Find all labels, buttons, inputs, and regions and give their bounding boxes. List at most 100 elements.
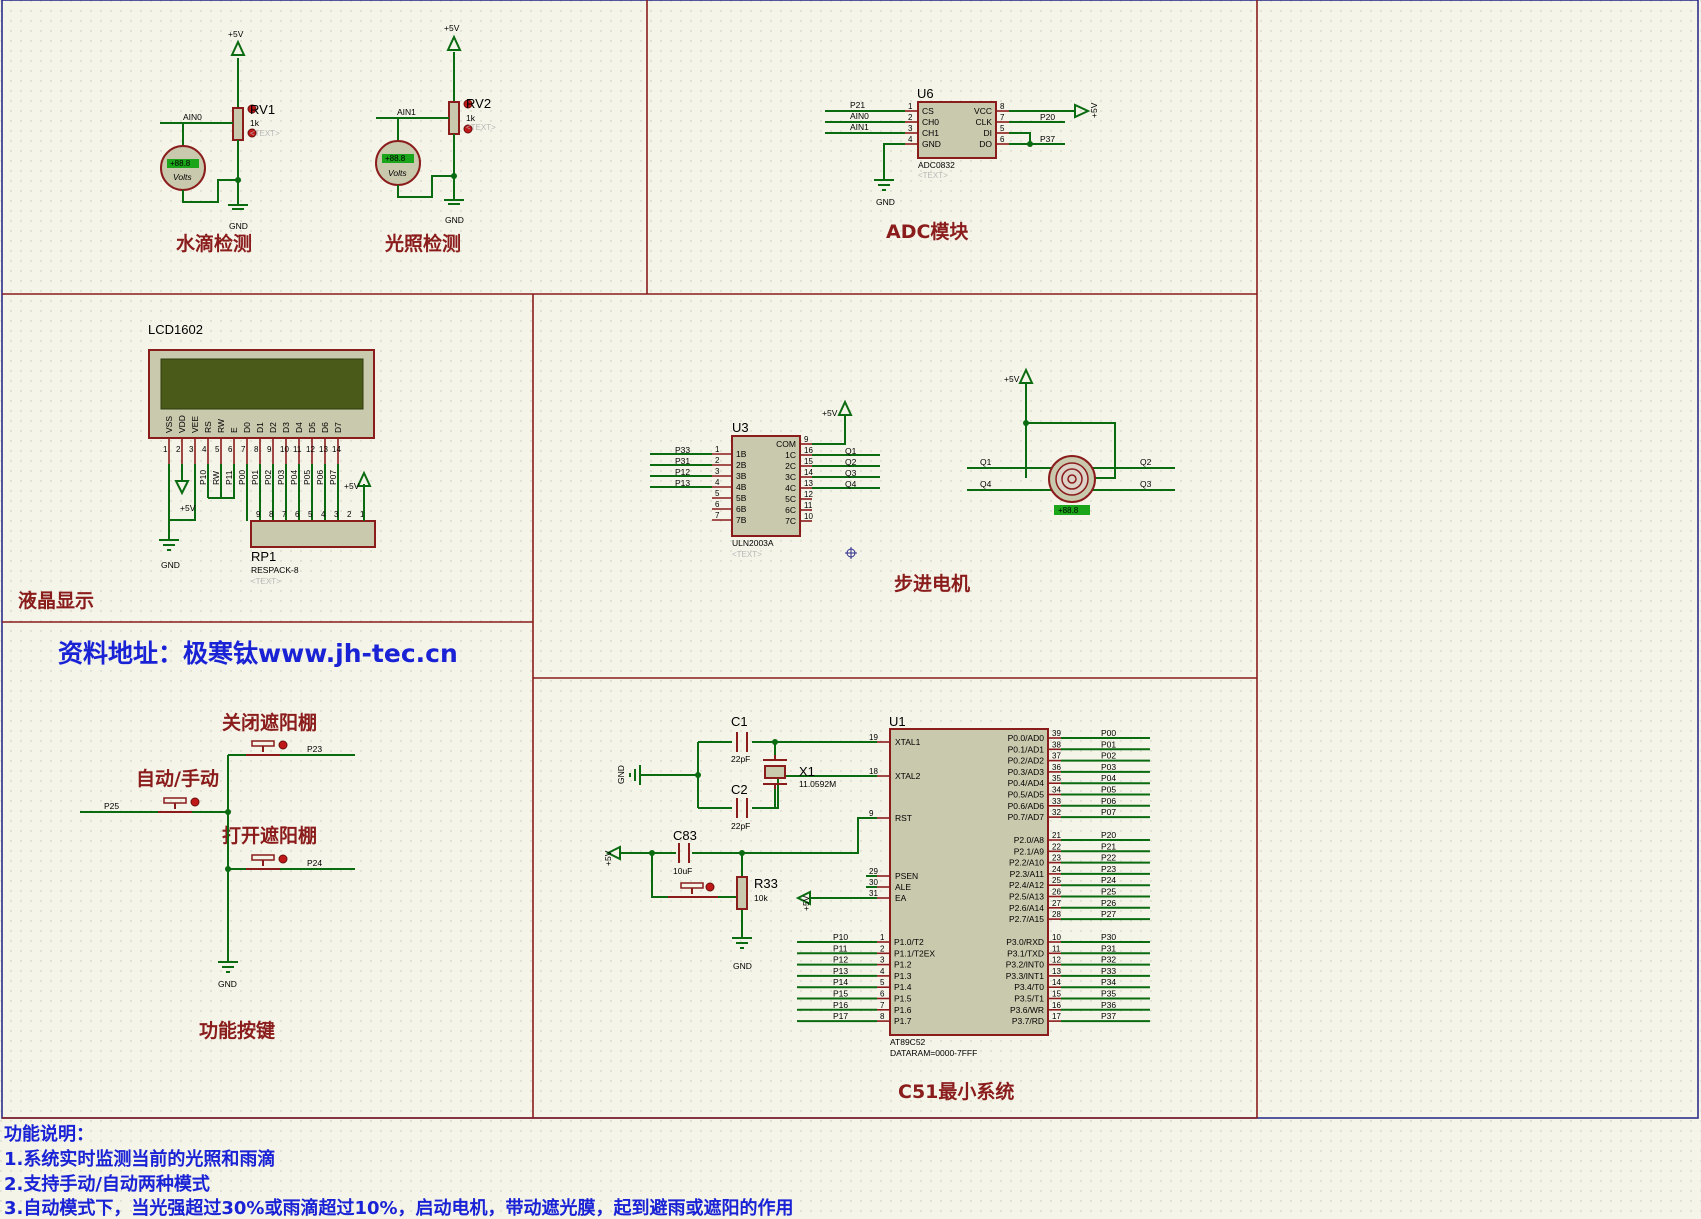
svg-text:CS: CS (922, 106, 934, 116)
section-title-keys: 功能按键 (199, 1019, 275, 1042)
rv1-potentiometer[interactable] (232, 107, 244, 141)
svg-text:6C: 6C (785, 505, 796, 515)
svg-text:P2.2/A10: P2.2/A10 (1009, 858, 1044, 868)
svg-text:6: 6 (715, 500, 720, 509)
lcd-net-1: RW (211, 471, 221, 485)
svg-text:P12: P12 (833, 955, 848, 965)
desc-line-1: 1.系统实时监测当前的光照和雨滴 (4, 1148, 275, 1170)
section-title-adc: ADC模块 (886, 220, 969, 243)
svg-text:P21: P21 (850, 100, 865, 110)
svg-text:P0.5/AD5: P0.5/AD5 (1008, 790, 1045, 800)
resource-url[interactable]: 资料地址：极寒钛www.jh-tec.cn (58, 639, 458, 668)
pin-adc-l-2: CH1 3 (905, 124, 939, 138)
svg-text:11: 11 (1052, 944, 1061, 953)
svg-text:D3: D3 (281, 422, 291, 433)
svg-text:P2.0/A8: P2.0/A8 (1014, 835, 1045, 845)
svg-text:32: 32 (1052, 808, 1061, 817)
svg-text:4: 4 (202, 445, 207, 454)
svg-text:R33: R33 (754, 876, 778, 891)
svg-text:X1: X1 (799, 764, 815, 779)
svg-text:3: 3 (715, 467, 720, 476)
rp-pin-1: 1 (360, 510, 365, 519)
svg-text:9: 9 (804, 435, 809, 444)
reset-switch[interactable] (668, 882, 718, 898)
svg-text:P1.4: P1.4 (894, 982, 912, 992)
svg-text:DATARAM=0000-7FFF: DATARAM=0000-7FFF (890, 1048, 977, 1058)
svg-text:+5V: +5V (1089, 102, 1099, 118)
svg-text:D5: D5 (307, 422, 317, 433)
svg-text:PSEN: PSEN (895, 871, 918, 881)
svg-text:17: 17 (1052, 1012, 1061, 1021)
svg-text:2: 2 (715, 456, 720, 465)
svg-text:22pF: 22pF (731, 754, 750, 764)
svg-text:C2: C2 (731, 782, 748, 797)
svg-text:GND: GND (445, 215, 464, 225)
lcd-pin-e: E6 (228, 427, 239, 464)
svg-text:+5V: +5V (822, 408, 838, 418)
svg-text:3: 3 (908, 124, 913, 133)
lcd-net-4: P01 (250, 470, 260, 485)
svg-text:<TEXT>: <TEXT> (732, 550, 762, 559)
svg-text:CH0: CH0 (922, 117, 939, 127)
svg-text:5: 5 (1000, 124, 1005, 133)
svg-text:P37: P37 (1101, 1011, 1116, 1021)
svg-text:+5V: +5V (228, 29, 244, 39)
section-title-water: 水滴检测 (176, 232, 252, 255)
svg-text:38: 38 (1052, 740, 1061, 749)
lcd-net-6: P03 (276, 470, 286, 485)
lcd-net-0: P10 (198, 470, 208, 485)
svg-text:GND: GND (922, 139, 941, 149)
svg-text:ADC0832: ADC0832 (918, 160, 955, 170)
svg-text:4: 4 (715, 478, 720, 487)
svg-text:2: 2 (880, 944, 885, 953)
svg-text:RS: RS (203, 421, 213, 433)
svg-text:P3.5/T1: P3.5/T1 (1014, 994, 1044, 1004)
section-title-c51: C51最小系统 (898, 1080, 1014, 1103)
svg-text:8: 8 (254, 445, 259, 454)
rv2-potentiometer[interactable] (448, 101, 460, 135)
rp-pin-8: 8 (269, 510, 274, 519)
svg-text:4: 4 (908, 135, 913, 144)
lcd-net-2: P11 (224, 470, 234, 485)
svg-text:36: 36 (1052, 763, 1061, 772)
svg-text:15: 15 (1052, 990, 1061, 999)
svg-text:6B: 6B (736, 504, 747, 514)
uln-in-net-1: P31 (675, 456, 690, 466)
svg-text:18: 18 (869, 767, 878, 776)
svg-text:7C: 7C (785, 516, 796, 526)
svg-text:8: 8 (880, 1012, 885, 1021)
svg-text:9: 9 (267, 445, 272, 454)
svg-text:35: 35 (1052, 774, 1061, 783)
pin-uln-l-3: 4B4 (712, 478, 747, 492)
section-title-lcd: 液晶显示 (18, 589, 94, 612)
svg-text:LCD1602: LCD1602 (148, 322, 203, 337)
pin-uln-l-0: 1B1 (712, 445, 747, 459)
svg-text:+5V: +5V (444, 23, 460, 33)
crosshair-marker (845, 547, 857, 559)
svg-text:CH1: CH1 (922, 128, 939, 138)
svg-text:P03: P03 (1101, 762, 1116, 772)
svg-text:4C: 4C (785, 483, 796, 493)
auto-manual-switch[interactable] (158, 797, 200, 813)
svg-text:8: 8 (1000, 102, 1005, 111)
svg-text:5: 5 (215, 445, 220, 454)
svg-text:Q3: Q3 (1140, 479, 1152, 489)
svg-text:GND: GND (616, 765, 626, 784)
close-shade-switch[interactable] (228, 740, 288, 756)
